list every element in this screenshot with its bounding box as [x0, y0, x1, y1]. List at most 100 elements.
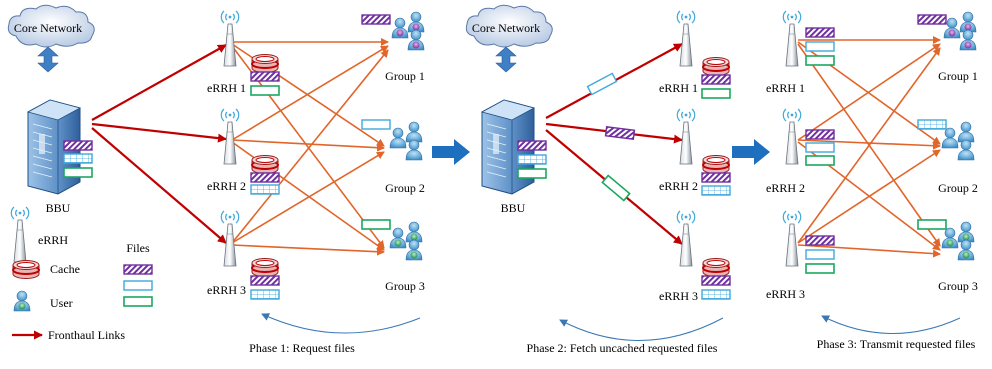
file-blue-icon — [701, 289, 731, 300]
file-purple-icon — [250, 172, 280, 183]
errh-3-icon-2 — [676, 210, 696, 267]
phase-1-panel: Core Network BBU — [7, 4, 425, 355]
bbu-label: BBU — [46, 201, 71, 215]
file-purple-icon — [701, 74, 731, 85]
phase-2-curve-arrow — [559, 317, 724, 341]
file-blue-icon — [701, 185, 731, 196]
errh-2-label-2: eRRH 2 — [659, 179, 698, 193]
transit-file-blue-icon — [586, 72, 618, 96]
phase-transition-arrow-2 — [732, 139, 770, 165]
errh-3-label-2: eRRH 3 — [659, 289, 698, 303]
legend-cache-icon — [12, 259, 40, 280]
file-purple-icon — [63, 140, 93, 151]
file-blue-icon — [805, 142, 835, 153]
file-blue-icon — [805, 249, 835, 260]
file-green-icon — [917, 219, 947, 230]
file-purple-icon — [805, 129, 835, 140]
file-purple-icon — [917, 14, 947, 25]
legend-file-blue-icon — [123, 280, 153, 291]
group-1-users-icon — [392, 12, 424, 50]
file-green-icon — [805, 55, 835, 66]
core-network-label: Core Network — [14, 21, 82, 35]
errh-3-label-3: eRRH 3 — [766, 287, 805, 301]
fronthaul-link-2 — [91, 122, 227, 143]
file-purple-icon — [805, 235, 835, 246]
group-3-label-3: Group 3 — [938, 279, 978, 293]
cache-3-icon — [251, 257, 279, 278]
fronthaul-link-1 — [91, 44, 227, 121]
group-2-label: Group 2 — [385, 181, 425, 195]
legend-errh-label: eRRH — [38, 233, 68, 247]
file-green-icon — [701, 88, 731, 99]
request-file-blue-icon — [361, 119, 391, 130]
legend-cache-label: Cache — [50, 262, 80, 276]
group-2-users-icon-3 — [942, 122, 974, 160]
errh-3-label: eRRH 3 — [207, 283, 246, 297]
group-2-users-icon — [390, 122, 422, 160]
fronthaul-link-3 — [91, 127, 227, 244]
core-network-label-2: Core Network — [472, 21, 540, 35]
phase-3-caption: Phase 3: Transmit requested files — [817, 337, 976, 351]
errh-2-label-3: eRRH 2 — [766, 181, 805, 195]
errh-1-label-2: eRRH 1 — [659, 81, 698, 95]
file-blue-icon — [917, 119, 947, 130]
group-3-users-icon — [390, 222, 422, 260]
legend-file-green-icon — [123, 296, 153, 307]
file-green-icon — [517, 168, 547, 179]
core-bbu-link-icon-2 — [495, 46, 517, 73]
group-1-label: Group 1 — [385, 69, 425, 83]
errh-2-label: eRRH 2 — [207, 179, 246, 193]
transit-file-green-icon — [601, 174, 631, 202]
group-1-users-icon-3 — [944, 12, 976, 50]
group-2-label-3: Group 2 — [938, 181, 978, 195]
file-purple-icon — [701, 172, 731, 183]
file-blue-icon — [250, 289, 280, 300]
cache-icon — [702, 56, 730, 77]
phase-2-panel: Core Network BBU eRRH 1 eRRH 2 eRRH 3 — [465, 4, 731, 355]
errh-2-icon-3 — [782, 108, 802, 165]
bbu-label-2: BBU — [501, 201, 526, 215]
core-bbu-link-icon — [37, 46, 59, 73]
file-blue-icon — [63, 153, 93, 164]
file-blue-icon — [517, 154, 547, 165]
file-green-icon — [63, 167, 93, 178]
file-purple-icon — [250, 71, 280, 82]
legend-files-label: Files — [126, 241, 150, 255]
file-purple-icon — [250, 275, 280, 286]
file-purple-icon — [805, 27, 835, 38]
file-purple-icon — [701, 275, 731, 286]
legend-user-icon — [13, 290, 31, 312]
cache-icon — [702, 154, 730, 175]
phase-3-curve-arrow — [821, 315, 961, 334]
errh-1-icon — [220, 10, 240, 67]
errh-1-icon-2 — [676, 10, 696, 67]
phase-2-caption: Phase 2: Fetch uncached requested files — [527, 341, 718, 355]
errh-3-icon-3 — [782, 210, 802, 267]
errh-1-label-3: eRRH 1 — [766, 81, 805, 95]
cache-icon — [702, 257, 730, 278]
file-blue-icon — [805, 41, 835, 52]
errh-1-icon-3 — [782, 10, 802, 67]
errh-2-icon-2 — [676, 108, 696, 165]
request-file-purple-icon — [361, 14, 391, 25]
request-file-green-icon — [361, 219, 391, 230]
legend-fronthaul-label: Fronthaul Links — [48, 328, 125, 342]
phase-1-caption: Phase 1: Request files — [249, 341, 355, 355]
file-green-icon — [805, 263, 835, 274]
phase-1-curve-arrow — [261, 313, 421, 334]
transit-file-purple-icon — [604, 126, 636, 140]
legend-file-purple-icon — [123, 264, 153, 275]
file-green-icon — [805, 155, 835, 166]
group-3-label: Group 3 — [385, 279, 425, 293]
cache-1-icon — [251, 53, 279, 74]
legend-user-label: User — [50, 296, 73, 310]
file-blue-icon — [250, 184, 280, 195]
file-purple-icon — [517, 140, 547, 151]
errh-2-icon — [220, 108, 240, 165]
errh-1-label: eRRH 1 — [207, 81, 246, 95]
file-green-icon — [250, 85, 280, 96]
legend: eRRH Cache User Fronthaul Links Files — [10, 206, 153, 342]
group-1-label-3: Group 1 — [938, 69, 978, 83]
